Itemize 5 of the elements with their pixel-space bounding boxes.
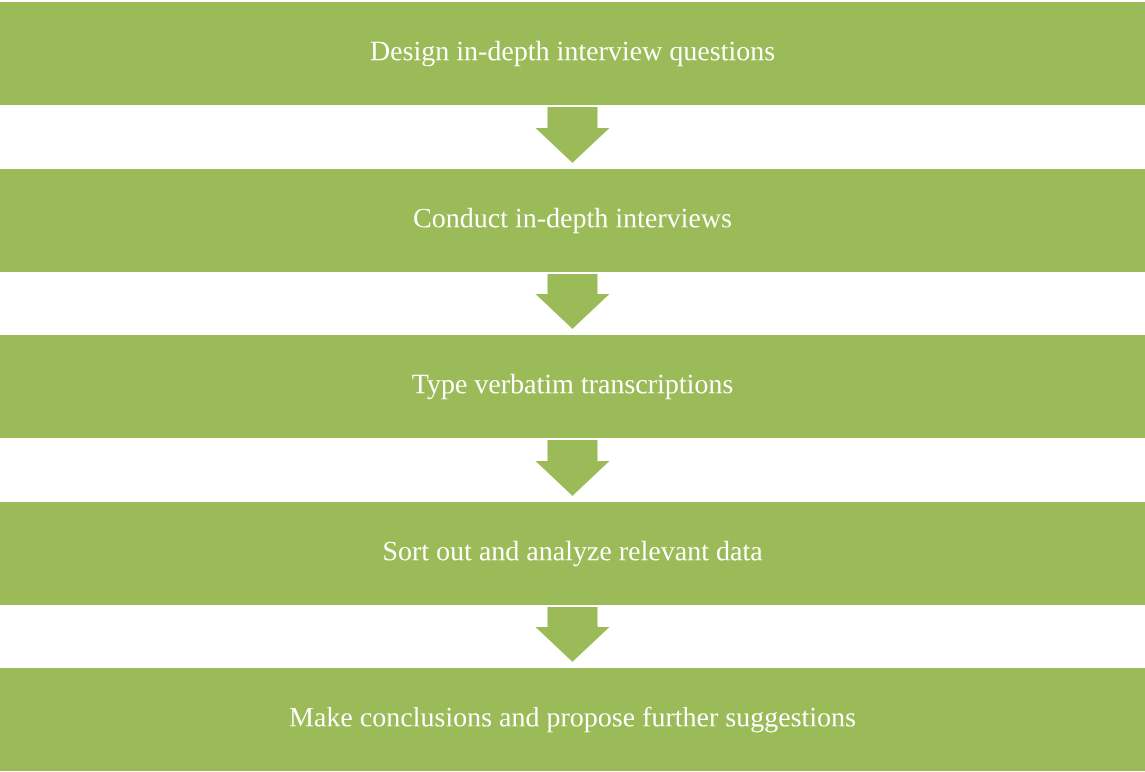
process-box: Design in-depth interview questions — [0, 2, 1145, 105]
process-box: Sort out and analyze relevant data — [0, 502, 1145, 605]
process-box: Type verbatim transcriptions — [0, 335, 1145, 438]
process-box: Make conclusions and propose further suggestions — [0, 668, 1145, 771]
process-box: Conduct in-depth interviews — [0, 169, 1145, 272]
